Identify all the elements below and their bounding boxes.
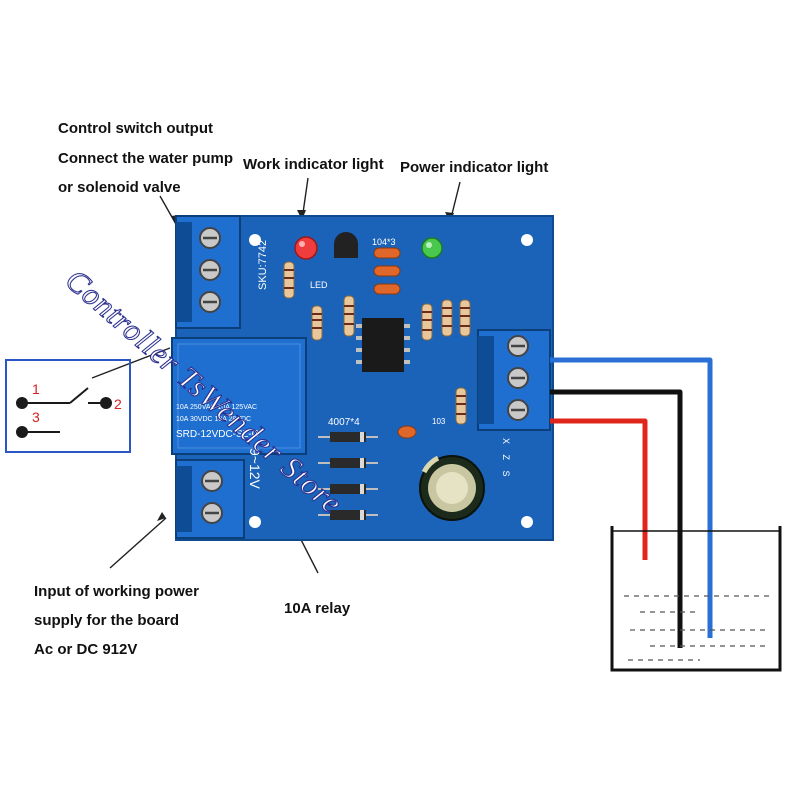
switch-pin-1: 1: [32, 381, 40, 397]
relay-text-line3: SRD-12VDC-SL-C: [176, 429, 259, 440]
switch-schematic: [5, 359, 131, 453]
red-led: [294, 236, 318, 260]
red-wire: [550, 418, 648, 560]
relay-label: 10A relay: [284, 600, 351, 617]
probe-letters-label: X Z S: [501, 438, 511, 481]
board-led-label: LED: [310, 280, 328, 290]
diodes: [318, 432, 378, 520]
relay-text-line1: 10A 250VAC 10A 125VAC: [176, 404, 258, 411]
board-cap-103-label: 103: [432, 417, 446, 426]
ceramic-caps: [373, 247, 417, 439]
mounting-holes: [249, 234, 533, 528]
control-output-label-line1: Control switch output: [58, 120, 213, 137]
resistors: [283, 261, 471, 425]
black-wire: [550, 389, 683, 648]
power-input-label-line2: supply for the board: [34, 612, 180, 629]
board-model-label: SKU:7742: [257, 239, 269, 290]
switch-pin-2: 2: [114, 396, 122, 412]
power-input-label-line3: Ac or DC 912V: [34, 641, 138, 658]
ic-chip: [356, 318, 410, 372]
green-led: [421, 237, 443, 259]
work-indicator-label: Work indicator light: [243, 156, 384, 173]
control-output-label-line3: or solenoid valve: [58, 179, 181, 196]
output-terminal-block: [175, 215, 241, 329]
blue-wire: [550, 357, 713, 638]
water-tank: [610, 526, 782, 672]
relay-text-line2: 10A 30VDC 10A 28VDC: [176, 416, 252, 423]
board-cap-104-label: 104*3: [372, 237, 396, 247]
board-diodes-label: 4007*4: [328, 417, 360, 428]
electrolytic-capacitor: [419, 455, 485, 521]
switch-pin-3: 3: [32, 409, 40, 425]
power-input-label-line1: Input of working power: [34, 583, 199, 600]
power-terminal-block: [175, 459, 245, 539]
power-indicator-label: Power indicator light: [400, 159, 549, 176]
control-output-label-line2: Connect the water pump: [58, 150, 234, 167]
transistor: [334, 232, 358, 258]
relay: [171, 337, 307, 455]
probe-wires: [550, 357, 713, 648]
probe-terminal-block: [477, 329, 551, 431]
switch-pins: [16, 397, 112, 438]
